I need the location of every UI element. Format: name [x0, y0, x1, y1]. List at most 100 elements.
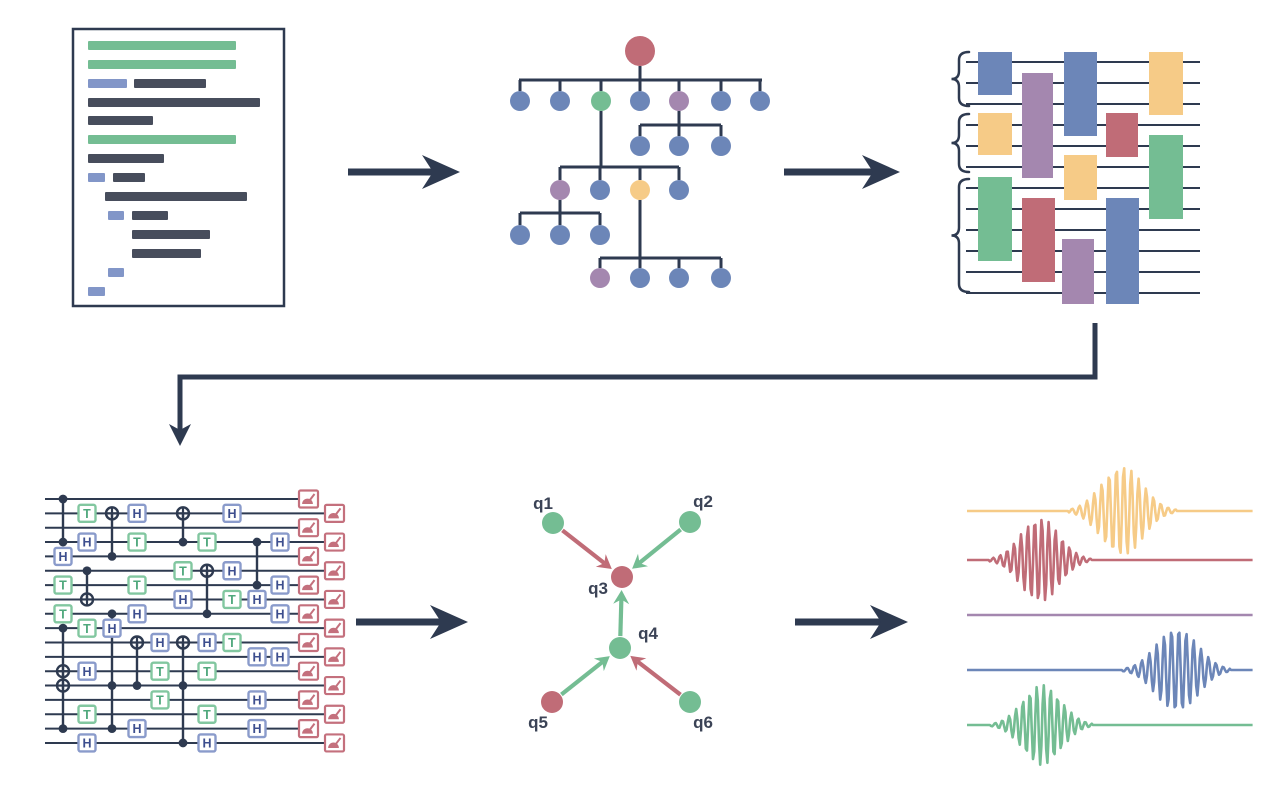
gate-letter: H	[132, 507, 141, 521]
ast-node-2	[550, 91, 570, 111]
cnot-control	[58, 623, 68, 633]
measurement-icon	[323, 503, 346, 523]
measurement-icon	[297, 575, 320, 595]
h-gate	[247, 647, 267, 667]
schedule-block-5	[1106, 113, 1138, 157]
code-line-0	[88, 41, 236, 50]
pulse-channel-1	[966, 518, 1253, 602]
graph-edge-arrowhead	[595, 554, 612, 569]
schedule-block-6	[1149, 135, 1183, 219]
cnot-control	[107, 552, 117, 561]
graph-edge-q2-q3	[638, 527, 682, 565]
ast-node-20	[669, 268, 689, 288]
ast-node-21	[711, 268, 731, 288]
ast-node-4	[630, 91, 650, 111]
gate-letter: T	[59, 607, 67, 621]
h-gate	[173, 589, 193, 610]
schedule-block-7	[1064, 155, 1097, 200]
gate-letter: H	[132, 607, 141, 621]
gate-letter: H	[82, 536, 91, 550]
pulse-channel-0	[966, 466, 1253, 555]
cnot-control	[82, 566, 92, 576]
gate-letter: T	[156, 694, 164, 708]
t-gate	[127, 575, 147, 595]
graph-edge-q4-q3	[618, 599, 624, 637]
meter-needle	[333, 565, 342, 575]
meter-needle	[307, 665, 316, 676]
meter-needle	[333, 622, 342, 633]
cnot-control	[107, 724, 117, 733]
meter-needle	[333, 737, 342, 748]
qubit-node-q3	[611, 566, 633, 588]
pulse-waveforms	[966, 466, 1253, 767]
gate-letter: H	[82, 737, 91, 751]
group-brace-2	[951, 177, 971, 294]
block-schedule	[951, 50, 1200, 304]
gate-letter: T	[203, 708, 211, 722]
t-gate	[222, 632, 242, 653]
ast-node-3	[591, 91, 611, 111]
pulse-channel-3	[966, 631, 1253, 709]
cnot-control	[58, 494, 68, 504]
pulse-channel-4	[966, 683, 1253, 767]
ast-node-1	[510, 91, 530, 111]
ast-node-8	[630, 136, 650, 156]
gate-letter: H	[275, 536, 284, 550]
t-gate	[53, 575, 73, 595]
ast-node-10	[711, 136, 731, 156]
gate-letter: H	[227, 564, 236, 578]
meter-needle	[333, 536, 342, 547]
measurement-icon	[323, 675, 346, 696]
measurement-icon	[323, 589, 346, 610]
h-gate	[102, 618, 122, 638]
meter-needle	[307, 608, 316, 618]
gate-letter: H	[82, 665, 91, 679]
h-gate	[247, 690, 267, 710]
code-line-9	[113, 173, 145, 182]
schedule-block-10	[1062, 239, 1094, 304]
h-gate	[127, 503, 147, 524]
code-line-6	[88, 135, 236, 144]
graph-edge-arrowhead	[632, 553, 648, 569]
code-line-1	[88, 60, 236, 69]
gate-letter: H	[202, 636, 211, 650]
meter-needle	[307, 522, 316, 532]
gate-letter: H	[132, 722, 141, 736]
h-gate	[150, 632, 170, 653]
qubit-node-q2	[679, 511, 701, 533]
h-gate	[127, 718, 147, 739]
t-gate	[77, 503, 97, 524]
code-line-15	[108, 268, 124, 277]
code-line-11	[108, 211, 124, 220]
gate-letter: T	[228, 636, 236, 650]
qubit-label-q4: q4	[638, 624, 658, 643]
t-gate	[77, 618, 97, 638]
gate-letter: H	[202, 737, 211, 751]
code-line-5	[88, 116, 153, 125]
meter-needle	[307, 694, 316, 705]
cnot-control	[58, 724, 68, 733]
measurement-icon	[297, 632, 320, 653]
flow-arrow-0-head	[422, 155, 460, 189]
measurement-icon	[323, 561, 346, 581]
measurement-icon	[297, 661, 320, 681]
schedule-block-4	[978, 113, 1012, 155]
group-brace-1	[951, 112, 971, 174]
h-gate	[222, 561, 242, 581]
gate-letter: T	[203, 665, 211, 679]
h-gate	[77, 661, 97, 681]
measurement-icon	[297, 690, 320, 710]
routed-arrow-line	[177, 323, 1098, 433]
schedule-block-9	[1022, 198, 1055, 282]
meter-needle	[307, 493, 316, 504]
routed-arrow-head	[169, 424, 191, 446]
h-gate	[247, 589, 267, 610]
h-gate	[197, 733, 217, 753]
cnot-control	[178, 537, 188, 547]
schedule-block-2	[1064, 52, 1097, 136]
gate-letter: H	[275, 607, 284, 621]
ast-node-6	[711, 91, 731, 111]
code-line-4	[88, 98, 260, 107]
h-gate	[270, 575, 290, 595]
